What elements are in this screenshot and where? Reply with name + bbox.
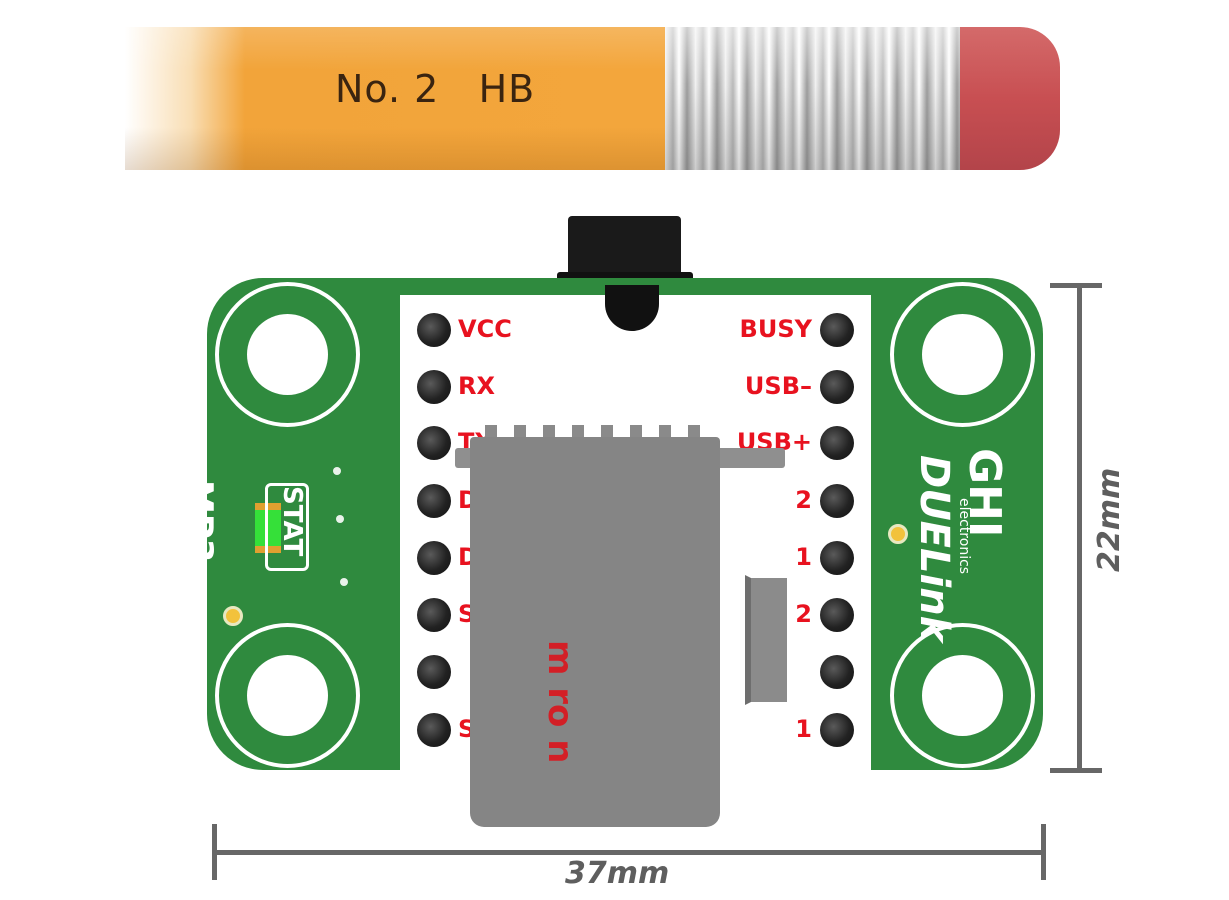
pin-label-right: BUSY xyxy=(739,315,812,343)
sd-socket-tooth xyxy=(514,425,526,440)
pin-label-left: RX xyxy=(458,372,495,400)
sd-socket-tooth xyxy=(659,425,671,440)
mount-hole-top-right xyxy=(890,282,1035,427)
mount-hole-top-left xyxy=(215,282,360,427)
duelink-logo-text: DUELink xyxy=(911,455,957,643)
header-pin-left xyxy=(417,541,451,575)
sd-socket-tooth xyxy=(688,425,700,440)
mount-hole-bottom-right xyxy=(890,623,1035,768)
header-pin-right xyxy=(820,598,854,632)
width-dimension-cap-left xyxy=(212,824,217,880)
header-pin-right xyxy=(820,713,854,747)
header-pin-right xyxy=(820,313,854,347)
mount-hole-bottom-left xyxy=(215,623,360,768)
pin-label-right: USB– xyxy=(744,372,812,400)
height-dimension-cap-top xyxy=(1050,283,1102,288)
sd-socket-tooth xyxy=(630,425,642,440)
pin-label-left: VCC xyxy=(458,315,512,343)
test-pad-right xyxy=(888,524,908,544)
header-pin-right xyxy=(820,655,854,689)
stat-box xyxy=(265,483,309,571)
pencil-body xyxy=(125,27,670,170)
width-dimension-cap-right xyxy=(1041,824,1046,880)
pencil: No. 2 HB xyxy=(125,27,1065,170)
sd-socket-tooth xyxy=(485,425,497,440)
stat-label: STAT xyxy=(277,486,307,557)
pencil-eraser xyxy=(960,27,1060,170)
header-pin-left xyxy=(417,598,451,632)
header-pin-right xyxy=(820,541,854,575)
sd-silkscreen-text: m ro n xyxy=(540,640,580,764)
via xyxy=(336,515,344,523)
ghi-electronics-text: electronics xyxy=(956,498,972,575)
header-pin-left xyxy=(417,313,451,347)
header-pin-right xyxy=(820,370,854,404)
header-pin-right xyxy=(820,426,854,460)
pencil-ferrule xyxy=(665,27,965,170)
header-pin-left xyxy=(417,655,451,689)
header-pin-left xyxy=(417,370,451,404)
header-pin-left xyxy=(417,484,451,518)
audio-jack-bump xyxy=(605,285,659,331)
height-dimension-label: 22mm xyxy=(1092,467,1127,572)
sd-socket-tooth xyxy=(572,425,584,440)
pin-label-right: 2 xyxy=(795,486,812,514)
height-dimension-line xyxy=(1077,283,1082,773)
header-pin-left xyxy=(417,426,451,460)
mp3-label: MP3 xyxy=(180,480,220,563)
sd-socket-tooth xyxy=(601,425,613,440)
via xyxy=(333,467,341,475)
micro-sd-socket xyxy=(470,437,720,827)
sd-socket-tooth xyxy=(543,425,555,440)
pin-label-right: 2 xyxy=(795,600,812,628)
width-dimension-label: 37mm xyxy=(565,856,670,891)
pin-label-right: 1 xyxy=(795,715,812,743)
pencil-label: No. 2 HB xyxy=(335,67,536,111)
test-pad-left xyxy=(223,606,243,626)
header-pin-right xyxy=(820,484,854,518)
pin-label-right: 1 xyxy=(795,543,812,571)
header-pin-left xyxy=(417,713,451,747)
width-dimension-line xyxy=(215,850,1045,855)
sd-socket-latch xyxy=(745,575,790,705)
status-led xyxy=(255,510,281,546)
height-dimension-cap-bottom xyxy=(1050,768,1102,773)
via xyxy=(340,578,348,586)
